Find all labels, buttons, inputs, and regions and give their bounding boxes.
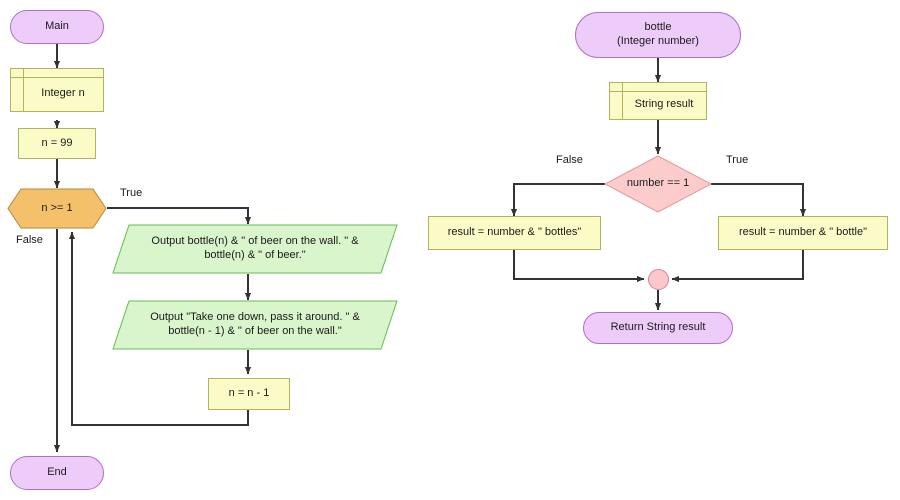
parallelogram-shape xyxy=(112,300,398,350)
node-declare-string-result[interactable]: String result xyxy=(609,82,707,120)
node-label: n = n - 1 xyxy=(228,387,270,400)
node-return-result[interactable]: Return String result xyxy=(583,312,733,344)
node-bottle-start[interactable]: bottle (Integer number) xyxy=(575,12,741,58)
node-main-start[interactable]: Main xyxy=(10,10,104,44)
node-label-line2: bottle(n - 1) & " of beer on the wall." xyxy=(168,325,342,337)
declaration-left-bar xyxy=(23,69,24,111)
node-output-take-one-down[interactable]: Output "Take one down, pass it around. "… xyxy=(112,300,398,350)
node-label: number == 1 xyxy=(626,177,690,190)
declaration-top-bar xyxy=(11,77,103,78)
edge-label-decision-false: False xyxy=(556,154,583,166)
declaration-top-bar xyxy=(610,91,706,92)
node-decision-number-equals-one[interactable]: number == 1 xyxy=(604,155,712,213)
node-label-line2: (Integer number) xyxy=(617,35,699,47)
node-output-bottles-on-wall[interactable]: Output bottle(n) & " of beer on the wall… xyxy=(112,224,398,274)
node-decrement-n[interactable]: n = n - 1 xyxy=(208,378,290,410)
edge-singular-to-merge xyxy=(671,250,804,283)
node-label: result = number & " bottle" xyxy=(739,226,867,239)
node-label: n = 99 xyxy=(41,136,73,149)
node-label-line1: Output "Take one down, pass it around. "… xyxy=(150,311,360,324)
declaration-left-bar xyxy=(622,83,623,119)
node-assign-n-99[interactable]: n = 99 xyxy=(18,128,96,159)
node-main-end[interactable]: End xyxy=(10,456,104,490)
node-label: bottle (Integer number) xyxy=(617,21,699,49)
node-label: End xyxy=(47,466,67,479)
node-label-line1: Output bottle(n) & " of beer on the wall… xyxy=(151,235,359,248)
node-result-singular[interactable]: result = number & " bottle" xyxy=(718,216,888,250)
node-label: result = number & " bottles" xyxy=(447,226,582,239)
node-label: Integer n xyxy=(41,87,85,100)
edge-decision-true xyxy=(711,183,807,217)
edge-label-loop-true: True xyxy=(120,187,143,199)
node-result-plural[interactable]: result = number & " bottles" xyxy=(428,216,601,250)
node-label-line1: bottle xyxy=(644,21,672,34)
edge-plural-to-merge xyxy=(513,250,645,283)
node-declare-integer-n[interactable]: Integer n xyxy=(10,68,104,112)
node-label-line2: bottle(n) & " of beer." xyxy=(204,249,306,261)
edge-label-decision-true: True xyxy=(726,154,749,166)
node-merge-point[interactable] xyxy=(648,269,669,290)
node-label: Return String result xyxy=(610,321,706,334)
node-label: Output "Take one down, pass it around. "… xyxy=(112,311,398,339)
node-label: Main xyxy=(45,20,69,33)
edge-decision-false xyxy=(510,183,605,217)
diamond-shape xyxy=(604,155,712,213)
node-loop-condition[interactable]: n >= 1 xyxy=(7,188,107,229)
parallelogram-shape xyxy=(112,224,398,274)
node-label: Output bottle(n) & " of beer on the wall… xyxy=(112,235,398,263)
edge-loop-back xyxy=(68,231,249,426)
node-label: n >= 1 xyxy=(41,201,73,214)
hexagon-shape xyxy=(7,188,107,229)
node-label: String result xyxy=(634,98,694,111)
edge-loop-true xyxy=(107,207,252,225)
edge-label-loop-false: False xyxy=(16,234,43,246)
